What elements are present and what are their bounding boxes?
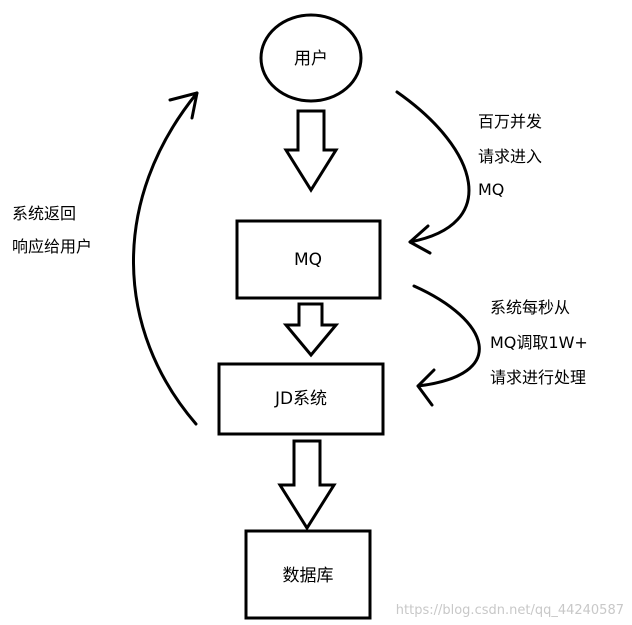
curved-arrow-fetch [412,284,481,407]
annotation-fetch: 系统每秒从 MQ调取1W+ 请求进行处理 [490,298,588,387]
annotation-request-in-line-3: MQ [478,180,504,199]
database-label: 数据库 [283,566,334,586]
annotation-fetch-line-1: 系统每秒从 [490,298,570,317]
annotation-fetch-line-2: MQ调取1W+ [490,333,588,352]
curved-arrow-response [132,91,199,426]
annotation-fetch-line-3: 请求进行处理 [490,368,586,387]
user-node: 用户 [259,13,363,103]
flow-arrow-user-to-mq [283,109,339,193]
annotation-request-in: 百万并发 请求进入 MQ [478,112,542,199]
jd-system-label: JD系统 [274,389,327,409]
annotation-response-line-1: 系统返回 [12,204,76,223]
annotation-request-in-line-1: 百万并发 [478,112,542,131]
annotation-response: 系统返回 响应给用户 [12,204,92,256]
jd-system-node: JD系统 [217,362,385,436]
annotation-response-line-2: 响应给用户 [12,237,92,256]
mq-node: MQ [235,219,382,300]
mq-label: MQ [294,250,322,270]
curved-arrow-request-in [395,90,471,255]
flow-arrow-system-to-db [277,439,337,531]
flow-arrow-mq-to-system [282,302,340,358]
watermark: https://blog.csdn.net/qq_44240587 [396,603,624,618]
user-label: 用户 [294,49,328,69]
annotation-request-in-line-2: 请求进入 [478,147,542,166]
database-node: 数据库 [244,529,372,620]
